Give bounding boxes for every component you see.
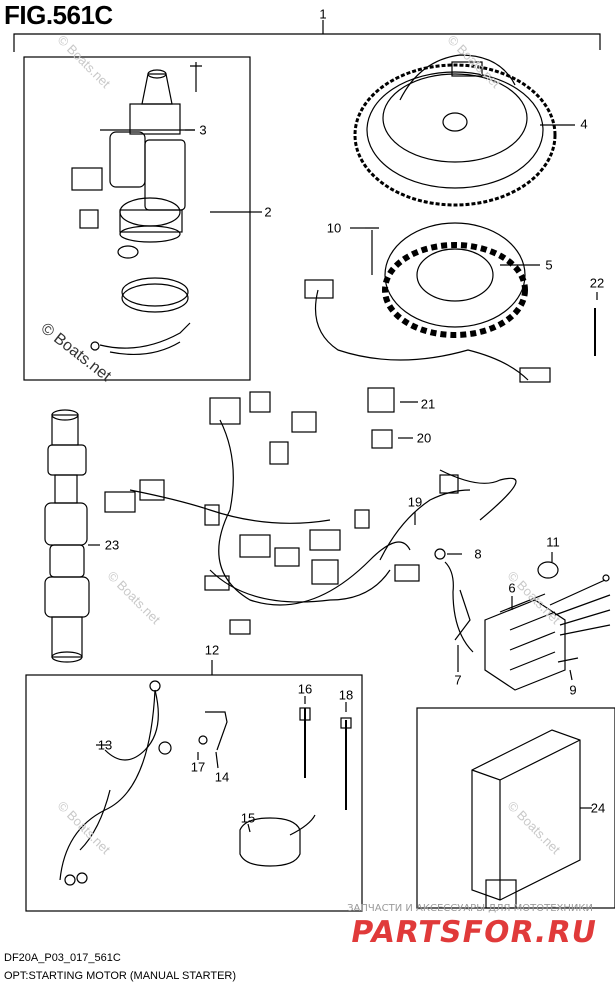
callout-6[interactable]: 6 [508,580,516,596]
wire-harness-icon [104,391,517,635]
partsfor-tagline: ЗАПЧАСТИ И АКСЕССУАРЫ ДЛЯ МОТОТЕХНИКИ [347,903,593,914]
callout-10[interactable]: 10 [326,220,342,236]
callout-4[interactable]: 4 [580,116,588,132]
callout-17[interactable]: 17 [190,759,206,775]
group-bracket-1 [13,33,601,52]
callout-18[interactable]: 18 [338,687,354,703]
callout-3[interactable]: 3 [199,122,207,138]
flywheel-icon [353,54,557,207]
figure-title: FIG.561C [4,0,113,30]
callout-15[interactable]: 15 [240,810,256,826]
callout-24[interactable]: 24 [590,800,606,816]
callout-11[interactable]: 11 [546,534,560,550]
callout-23[interactable]: 23 [104,537,120,553]
callout-22[interactable]: 22 [589,275,605,291]
callout-13[interactable]: 13 [97,737,113,753]
stator-icon [382,222,528,338]
callout-19[interactable]: 19 [407,494,423,510]
callout-16[interactable]: 16 [297,681,313,697]
starting-motor-icon [71,62,202,243]
relay-icon [367,387,395,449]
callout-12[interactable]: 12 [204,642,220,658]
ecm-unit-icon [471,729,581,909]
figure-caption: OPT:STARTING MOTOR (MANUAL STARTER) [4,970,237,982]
battery-cable-icon [59,680,172,886]
callout-21[interactable]: 21 [420,396,436,412]
partsfor-logo: PARTSFOR.RU [348,915,601,950]
group-box-2 [23,56,251,381]
callout-14[interactable]: 14 [214,769,230,785]
callout-2[interactable]: 2 [264,204,272,220]
grommet-icon [117,245,139,259]
callout-5[interactable]: 5 [545,257,553,273]
callout-7[interactable]: 7 [454,672,462,688]
grommet-icon [239,814,316,867]
callout-9[interactable]: 9 [569,682,577,698]
callout-1[interactable]: 1 [319,6,327,22]
callout-20[interactable]: 20 [416,430,432,446]
callout-8[interactable]: 8 [474,546,482,562]
figure-code: DF20A_P03_017_561C [4,952,121,964]
group-box-12 [25,674,363,912]
cable-tie-icon [299,707,352,810]
camshaft-icon [44,409,90,663]
rectifier-regulator-icon [484,574,611,691]
